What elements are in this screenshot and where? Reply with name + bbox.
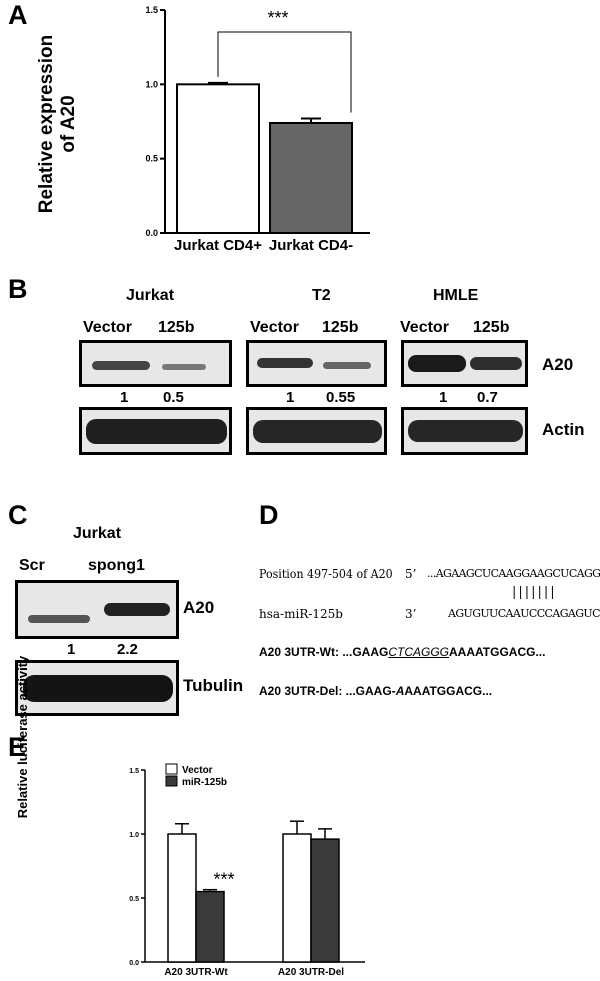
blot-band [253, 420, 382, 443]
legend-swatch [165, 775, 178, 787]
b-blot-actin-hmle [401, 407, 528, 455]
d-position-label: Position 497-504 of A20 [259, 567, 393, 581]
b-value-2-2: 0.55 [326, 389, 356, 406]
b-group-title-hmle: HMLE [433, 287, 479, 304]
d-five-prime: 5’ [405, 567, 417, 581]
blot-band [104, 603, 170, 616]
d-del-suffix: AAATGGACG... [404, 684, 493, 698]
b-blot-a20-hmle [401, 340, 528, 387]
y-tick-label: 1.0 [145, 79, 158, 89]
blot-band [92, 361, 150, 370]
bar [176, 83, 260, 235]
bar [167, 833, 197, 963]
panel-a-label: A [8, 0, 28, 30]
y-tick-label: 0.0 [129, 960, 139, 967]
blot-band [28, 615, 90, 623]
b-value-1-1: 1 [120, 389, 129, 406]
d-wt-suffix: AAAATGGACG... [449, 645, 546, 659]
c-lane-spong1: spong1 [88, 557, 145, 574]
blot-band [257, 358, 313, 368]
blot-band [470, 357, 522, 370]
blot-band [408, 420, 523, 442]
b-value-1-2: 0.5 [163, 389, 184, 406]
d-wt-line: A20 3UTR-Wt: ...GAAGCTCAGGGAAAATGGACG... [259, 645, 545, 659]
b-lane-125b-1: 125b [158, 319, 195, 336]
b-blot-actin-t2 [246, 407, 387, 455]
y-tick-label: 1.5 [145, 5, 158, 15]
blot-band [408, 355, 466, 372]
legend-label: miR-125b [182, 777, 227, 788]
d-del-line: A20 3UTR-Del: ...GAAG-AAAATGGACG... [259, 684, 492, 698]
legend-swatch [165, 763, 178, 775]
b-blot-actin-jurkat [79, 407, 232, 455]
c-row-label-a20: A20 [183, 598, 215, 617]
d-del-mid: A [395, 684, 405, 698]
category-label: A20 3UTR-Wt [164, 967, 228, 978]
c-row-label-tubulin: Tubulin [183, 676, 244, 695]
bar [310, 838, 340, 963]
panel-d-label: D [259, 500, 279, 530]
category-label: Jurkat CD4- [269, 237, 353, 254]
panel-b-label: B [8, 274, 28, 304]
c-value-1: 1 [67, 641, 76, 658]
significance-stars: *** [213, 870, 234, 890]
d-pairing-lines: ||||||| [512, 585, 557, 600]
c-title: Jurkat [73, 525, 122, 542]
panel-e-label: E [8, 732, 27, 762]
blot-band [23, 675, 173, 702]
y-tick-label: 1.5 [129, 768, 139, 775]
blot-band [162, 364, 206, 370]
d-mir-label: hsa-miR-125b [259, 607, 343, 621]
b-lane-vector-3: Vector [400, 319, 449, 336]
bar [282, 833, 312, 963]
b-value-3-2: 0.7 [477, 389, 498, 406]
bar [195, 890, 225, 963]
b-value-3-1: 1 [439, 389, 448, 406]
b-blot-a20-t2 [246, 340, 387, 387]
panel-c-label: C [8, 500, 28, 530]
blot-band [86, 419, 227, 444]
blot-band [323, 362, 371, 369]
b-lane-125b-2: 125b [322, 319, 359, 336]
b-group-title-jurkat: Jurkat [126, 287, 175, 304]
c-blot-a20 [15, 580, 179, 639]
significance-bracket [217, 31, 352, 113]
d-del-prefix: A20 3UTR-Del: ...GAAG- [259, 684, 396, 698]
legend-label: Vector [182, 765, 213, 776]
b-blot-a20-jurkat [79, 340, 232, 387]
d-target-seq: ...AGAAGCUCAAGGAAGCUCAGGA.. [427, 567, 600, 580]
y-tick-label: 0.5 [145, 154, 158, 164]
d-wt-site: CTCAGGG [388, 645, 450, 659]
y-tick-label: 0.5 [129, 896, 139, 903]
y-tick-label: 1.0 [129, 832, 139, 839]
b-group-title-t2: T2 [312, 287, 331, 304]
c-lane-scr: Scr [19, 557, 45, 574]
category-label: Jurkat CD4+ [174, 237, 262, 254]
b-lane-vector-2: Vector [250, 319, 299, 336]
category-label: A20 3UTR-Del [278, 967, 344, 978]
b-row-label-actin: Actin [542, 420, 585, 439]
d-three-prime: 3’ [405, 607, 417, 621]
b-value-2-1: 1 [286, 389, 295, 406]
d-wt-prefix: A20 3UTR-Wt: ...GAAG [259, 645, 389, 659]
c-value-2: 2.2 [117, 641, 138, 658]
b-lane-vector-1: Vector [83, 319, 132, 336]
y-tick-label: 0.0 [145, 228, 158, 238]
b-lane-125b-3: 125b [473, 319, 510, 336]
b-row-label-a20: A20 [542, 355, 574, 374]
significance-stars: *** [267, 8, 288, 28]
c-blot-tubulin [15, 660, 179, 716]
d-mir-seq: AGUGUUCAAUCCCAGAGUCCCU [448, 607, 600, 620]
